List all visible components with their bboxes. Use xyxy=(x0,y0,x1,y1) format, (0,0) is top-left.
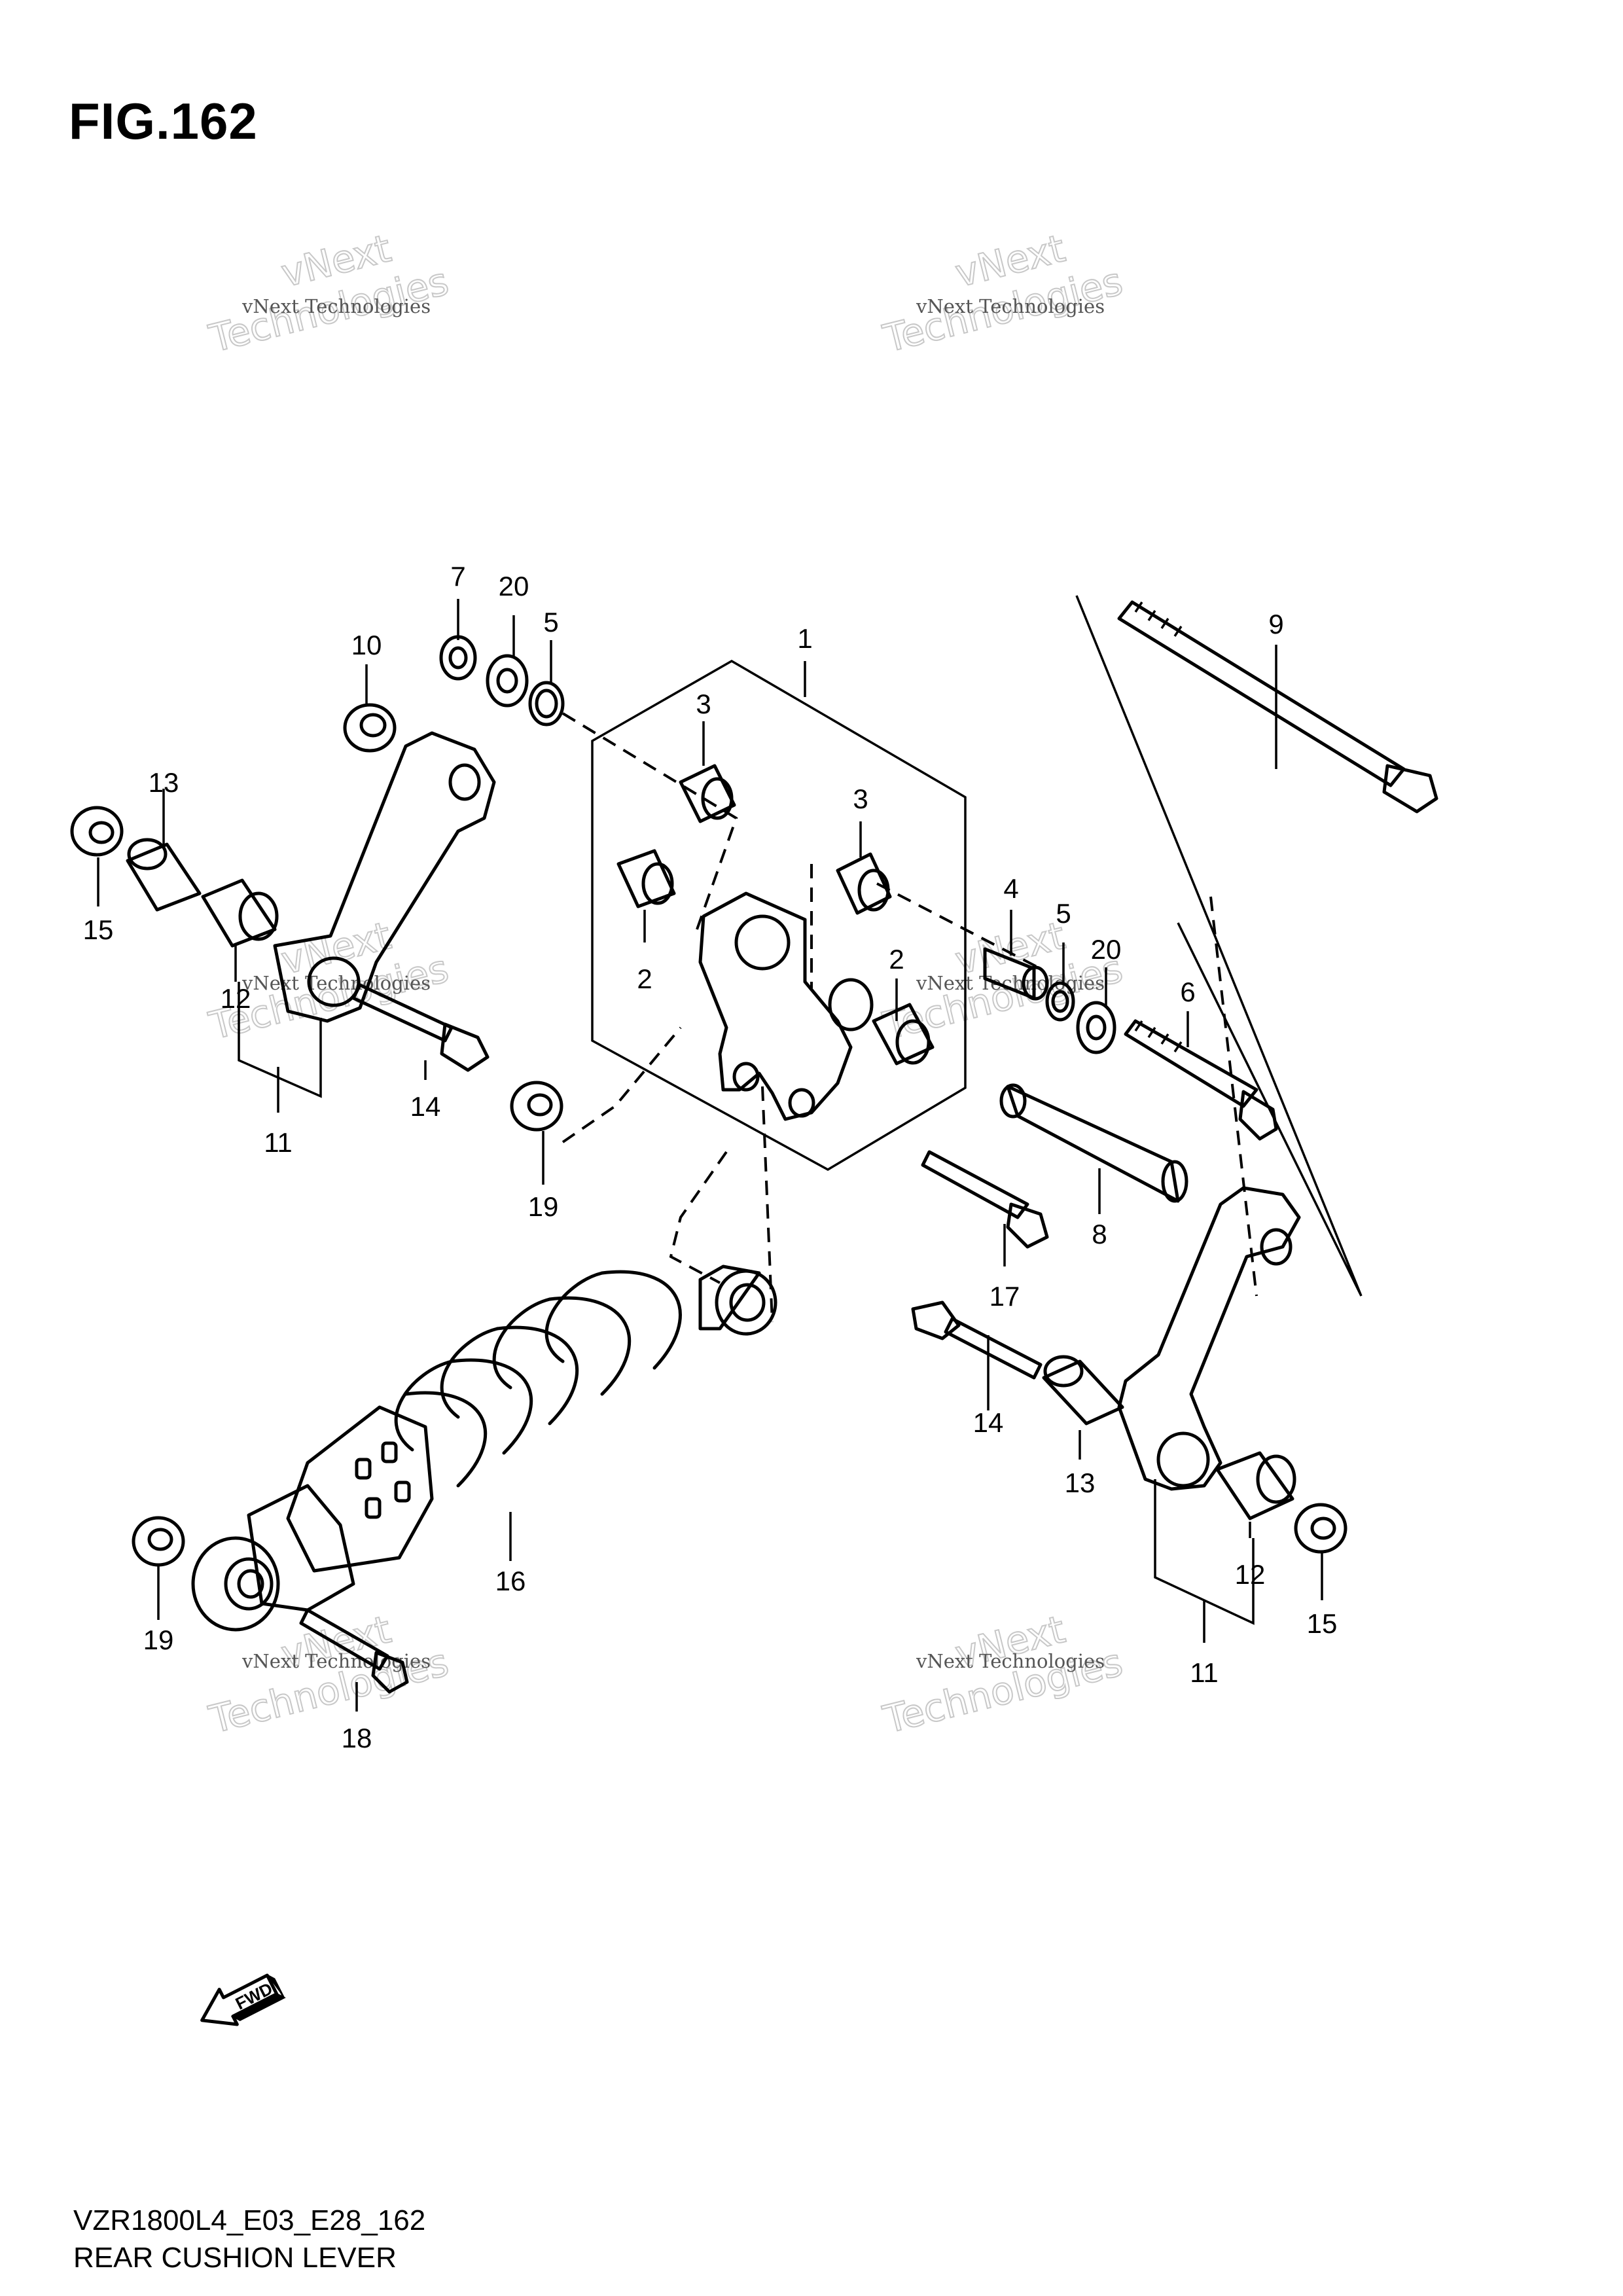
bolt-part-18 xyxy=(299,1608,409,1694)
callout-label: 2 xyxy=(637,963,652,994)
spacer-part-8 xyxy=(999,1083,1188,1203)
callout-label: 10 xyxy=(351,630,382,660)
washer-part-20 xyxy=(486,654,529,708)
link-rod-part-11b xyxy=(1117,1186,1301,1491)
leader-line xyxy=(562,712,738,930)
callout-label: 19 xyxy=(528,1191,559,1222)
washer-part-20b xyxy=(1076,1001,1116,1054)
shock-absorber-part-16 xyxy=(191,1265,777,1632)
callout-label: 19 xyxy=(143,1624,174,1655)
callout-label: 14 xyxy=(973,1407,1004,1438)
watermark-text: vNext Technologies xyxy=(916,972,1105,994)
callout-label: 12 xyxy=(221,983,251,1014)
callout-label: 20 xyxy=(1091,934,1122,965)
watermark-text: vNext Technologies xyxy=(916,295,1105,317)
callout-label: 13 xyxy=(149,767,179,798)
bolt-part-14b xyxy=(911,1300,1043,1380)
nut-part-7 xyxy=(439,635,477,681)
figure-name: REAR CUSHION LEVER xyxy=(73,2242,397,2274)
bearing-part-3b xyxy=(836,852,892,915)
callout-label: 5 xyxy=(543,607,558,637)
seal-part-5 xyxy=(528,681,565,726)
callout-label: 7 xyxy=(450,561,465,592)
callout-labels: 1 2 2 3 3 4 5 5 6 7 8 9 10 11 11 12 12 1… xyxy=(83,561,1338,1753)
callout-label: 15 xyxy=(83,914,114,945)
callout-label: 12 xyxy=(1235,1559,1266,1590)
cushion-lever-part-1 xyxy=(698,891,874,1121)
spacer-part-13 xyxy=(126,838,202,912)
callout-label: 3 xyxy=(853,783,868,814)
nut-part-15 xyxy=(70,806,124,857)
callout-label: 8 xyxy=(1092,1219,1107,1249)
leader-line xyxy=(876,882,1041,970)
bearing-part-3 xyxy=(679,764,736,823)
bolt-part-14 xyxy=(351,983,490,1072)
bearing-part-12b xyxy=(1215,1451,1296,1520)
watermark-text: vNext Technologies xyxy=(241,972,431,994)
callout-label: 3 xyxy=(696,689,711,719)
spacer-part-4 xyxy=(983,947,1049,1001)
callout-label: 17 xyxy=(990,1281,1020,1312)
callout-label: 13 xyxy=(1065,1467,1096,1498)
nut-part-19 xyxy=(510,1081,563,1132)
callout-label: 5 xyxy=(1056,898,1071,929)
link-rod-part-11 xyxy=(273,731,496,1023)
callout-label: 15 xyxy=(1307,1608,1338,1639)
bolt-part-17 xyxy=(921,1150,1049,1249)
fwd-arrow-icon: FWD xyxy=(200,1973,286,2026)
bearing-part-12 xyxy=(201,878,279,948)
bolt-part-6 xyxy=(1124,1019,1278,1141)
callout-label: 4 xyxy=(1003,873,1018,904)
callout-label: 2 xyxy=(889,944,904,975)
seal-part-5b xyxy=(1045,981,1075,1022)
callout-label: 6 xyxy=(1180,977,1195,1007)
callout-label: 1 xyxy=(797,623,812,654)
spacer-part-13b xyxy=(1042,1355,1124,1426)
callout-label: 18 xyxy=(342,1723,372,1753)
nut-part-15b xyxy=(1294,1503,1347,1554)
callout-label: 16 xyxy=(495,1566,526,1596)
callout-label: 20 xyxy=(499,571,529,601)
nut-part-19b xyxy=(132,1516,185,1567)
model-code: VZR1800L4_E03_E28_162 xyxy=(73,2204,426,2236)
leader-line xyxy=(669,1151,728,1284)
callout-label: 11 xyxy=(1190,1657,1219,1688)
callout-label: 9 xyxy=(1268,609,1283,639)
leader-line xyxy=(562,1026,682,1143)
leader-line xyxy=(1209,896,1258,1297)
callout-label: 14 xyxy=(410,1091,441,1122)
figure-title: FIG.162 xyxy=(69,92,258,150)
bolt-part-9 xyxy=(1117,600,1438,814)
callout-label: 11 xyxy=(264,1127,293,1158)
watermark-text: vNext Technologies xyxy=(241,295,431,317)
lever-bracket xyxy=(591,659,967,1172)
bearing-part-2 xyxy=(616,849,676,908)
callout-leaders xyxy=(97,599,1323,1712)
nut-part-10 xyxy=(343,703,397,753)
bolt-bracket xyxy=(1075,595,1363,1297)
watermark-text: vNext Technologies xyxy=(916,1650,1105,1672)
